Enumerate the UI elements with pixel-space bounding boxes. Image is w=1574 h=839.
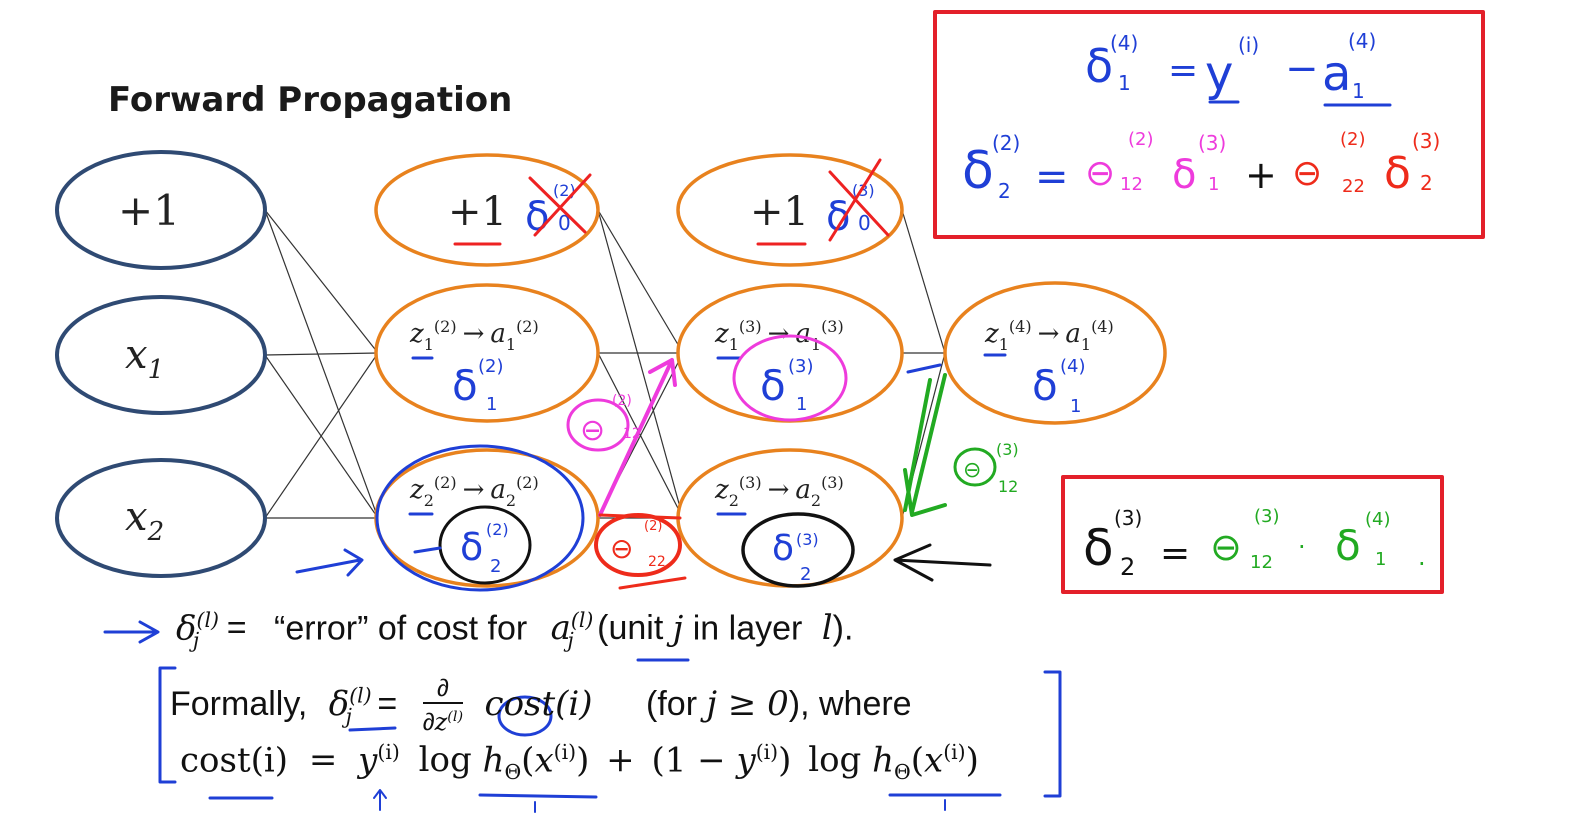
svg-text:2: 2 bbox=[998, 179, 1011, 203]
handwritten-annotations: δ (2) 0 δ (3) 0 δ(2)1 δ(2)2 δ(3)1 δ(3)2 … bbox=[103, 10, 1485, 813]
hidden-layers bbox=[374, 153, 1167, 588]
layer3-unit1-label: z1(3)→a1(3) bbox=[714, 317, 844, 354]
svg-text:⊖: ⊖ bbox=[610, 532, 633, 565]
svg-text:(2): (2) bbox=[478, 356, 504, 377]
layer2-bias-label: +1 bbox=[448, 189, 507, 235]
layer2-unit1-label: z1(2)→a1(2) bbox=[409, 317, 539, 354]
svg-text:(2): (2) bbox=[486, 520, 509, 539]
svg-text:δ: δ bbox=[1172, 152, 1196, 198]
svg-text:δ: δ bbox=[1083, 519, 1114, 577]
svg-text:1: 1 bbox=[1070, 396, 1081, 417]
svg-text:(i): (i) bbox=[1238, 33, 1259, 57]
layer4-output-label: z1(4)→a1(4) bbox=[984, 317, 1114, 354]
svg-text:+: + bbox=[1245, 153, 1277, 197]
partial-fraction: ∂ ∂z(l) bbox=[422, 675, 464, 736]
svg-text:δ: δ bbox=[1384, 148, 1411, 199]
svg-text:(4): (4) bbox=[1365, 509, 1391, 530]
svg-text:·: · bbox=[1298, 533, 1306, 561]
svg-text:(3): (3) bbox=[1114, 506, 1142, 530]
layer3-bias-node bbox=[676, 153, 904, 267]
input-layer bbox=[55, 150, 267, 578]
svg-text:⊖: ⊖ bbox=[580, 413, 605, 448]
layer4-output-node bbox=[943, 281, 1167, 425]
svg-text:2: 2 bbox=[1120, 553, 1135, 581]
svg-text:1: 1 bbox=[486, 394, 497, 415]
svg-text:(2): (2) bbox=[1340, 129, 1366, 150]
svg-text:12: 12 bbox=[1250, 552, 1273, 573]
svg-text:(3): (3) bbox=[1412, 129, 1440, 153]
annotation-box-top bbox=[933, 10, 1485, 239]
svg-text:1: 1 bbox=[1208, 174, 1219, 195]
input-connections bbox=[264, 209, 379, 519]
layer3-unit2-label: z2(3)→a2(3) bbox=[714, 473, 844, 510]
cost-formula: cost(i) = y(i) log hΘ(x(i)) + (1 − y(i))… bbox=[180, 740, 979, 785]
svg-text:1: 1 bbox=[1118, 71, 1131, 95]
svg-text:(3): (3) bbox=[1198, 131, 1226, 155]
svg-text:y: y bbox=[1205, 46, 1233, 102]
svg-text:(3): (3) bbox=[1254, 506, 1280, 527]
input-x1-label: x1 bbox=[125, 332, 164, 385]
svg-text:1: 1 bbox=[796, 394, 807, 415]
input-x2-label: x2 bbox=[125, 494, 164, 547]
input-x1-node bbox=[55, 295, 267, 415]
svg-text:(4): (4) bbox=[1060, 356, 1086, 377]
svg-text:(4): (4) bbox=[1348, 29, 1376, 53]
svg-text:1: 1 bbox=[1352, 79, 1365, 103]
input-x2-node bbox=[55, 458, 267, 578]
svg-text:(2): (2) bbox=[1128, 129, 1154, 150]
input-bias-label: +1 bbox=[118, 186, 180, 235]
layer2-unit2-label: z2(2)→a2(2) bbox=[409, 473, 539, 510]
svg-text:22: 22 bbox=[1342, 176, 1365, 197]
slide-title: Forward Propagation bbox=[108, 80, 513, 120]
svg-text:δ: δ bbox=[460, 525, 483, 569]
svg-text:δ: δ bbox=[826, 194, 850, 240]
svg-text:a: a bbox=[1322, 46, 1351, 102]
layer3-bias-label: +1 bbox=[750, 189, 809, 235]
svg-text:δ: δ bbox=[962, 141, 994, 201]
formal-definition: Formally, δ(l)j = ∂ ∂z(l) cost(i) (for j… bbox=[170, 675, 912, 736]
error-definition: δ(l)j = “error” of cost for a(l)j (unit … bbox=[176, 608, 854, 653]
svg-text:⊖: ⊖ bbox=[1085, 153, 1115, 194]
svg-text:22: 22 bbox=[648, 554, 666, 570]
svg-text:(3): (3) bbox=[788, 356, 814, 377]
svg-text:2: 2 bbox=[490, 556, 501, 577]
svg-text:0: 0 bbox=[858, 211, 871, 235]
node-labels: +1 x1 x2 +1 +1 z1(2)→a1(2) z2(2)→a2(2) z… bbox=[118, 186, 1114, 547]
svg-text:(2): (2) bbox=[992, 131, 1020, 155]
svg-text:(3): (3) bbox=[996, 440, 1019, 459]
svg-text:1: 1 bbox=[1375, 549, 1386, 570]
svg-text:(2): (2) bbox=[612, 393, 632, 409]
layer2-bias-node bbox=[374, 153, 600, 267]
svg-text:=: = bbox=[1168, 50, 1198, 91]
svg-text:.: . bbox=[1418, 543, 1426, 571]
svg-text:⊖: ⊖ bbox=[963, 458, 981, 483]
svg-text:(4): (4) bbox=[1110, 31, 1138, 55]
svg-text:⊖: ⊖ bbox=[1292, 153, 1322, 194]
svg-text:2: 2 bbox=[800, 564, 811, 585]
layer2-unit2-node bbox=[374, 448, 600, 588]
svg-text:δ: δ bbox=[760, 361, 786, 410]
svg-text:=: = bbox=[1160, 533, 1190, 574]
annotation-box-bottom bbox=[1061, 475, 1444, 594]
input-bias-node bbox=[55, 150, 267, 270]
svg-text:(2): (2) bbox=[644, 519, 662, 534]
svg-text:=: = bbox=[1035, 154, 1069, 200]
svg-text:δ: δ bbox=[1085, 39, 1113, 93]
svg-text:(2): (2) bbox=[553, 181, 576, 200]
svg-text:(3): (3) bbox=[796, 530, 819, 549]
svg-text:⊖: ⊖ bbox=[1210, 525, 1242, 569]
svg-text:12: 12 bbox=[998, 477, 1018, 496]
svg-text:−: − bbox=[1285, 46, 1319, 92]
svg-text:δ: δ bbox=[1032, 361, 1058, 410]
svg-text:12: 12 bbox=[1120, 174, 1143, 195]
svg-text:0: 0 bbox=[558, 211, 571, 235]
svg-text:δ: δ bbox=[452, 361, 478, 410]
layer3-unit1-node bbox=[676, 283, 904, 423]
layer2-unit1-node bbox=[374, 283, 600, 423]
svg-text:2: 2 bbox=[1420, 171, 1433, 195]
svg-text:δ: δ bbox=[1335, 521, 1361, 570]
svg-text:δ: δ bbox=[772, 528, 794, 569]
